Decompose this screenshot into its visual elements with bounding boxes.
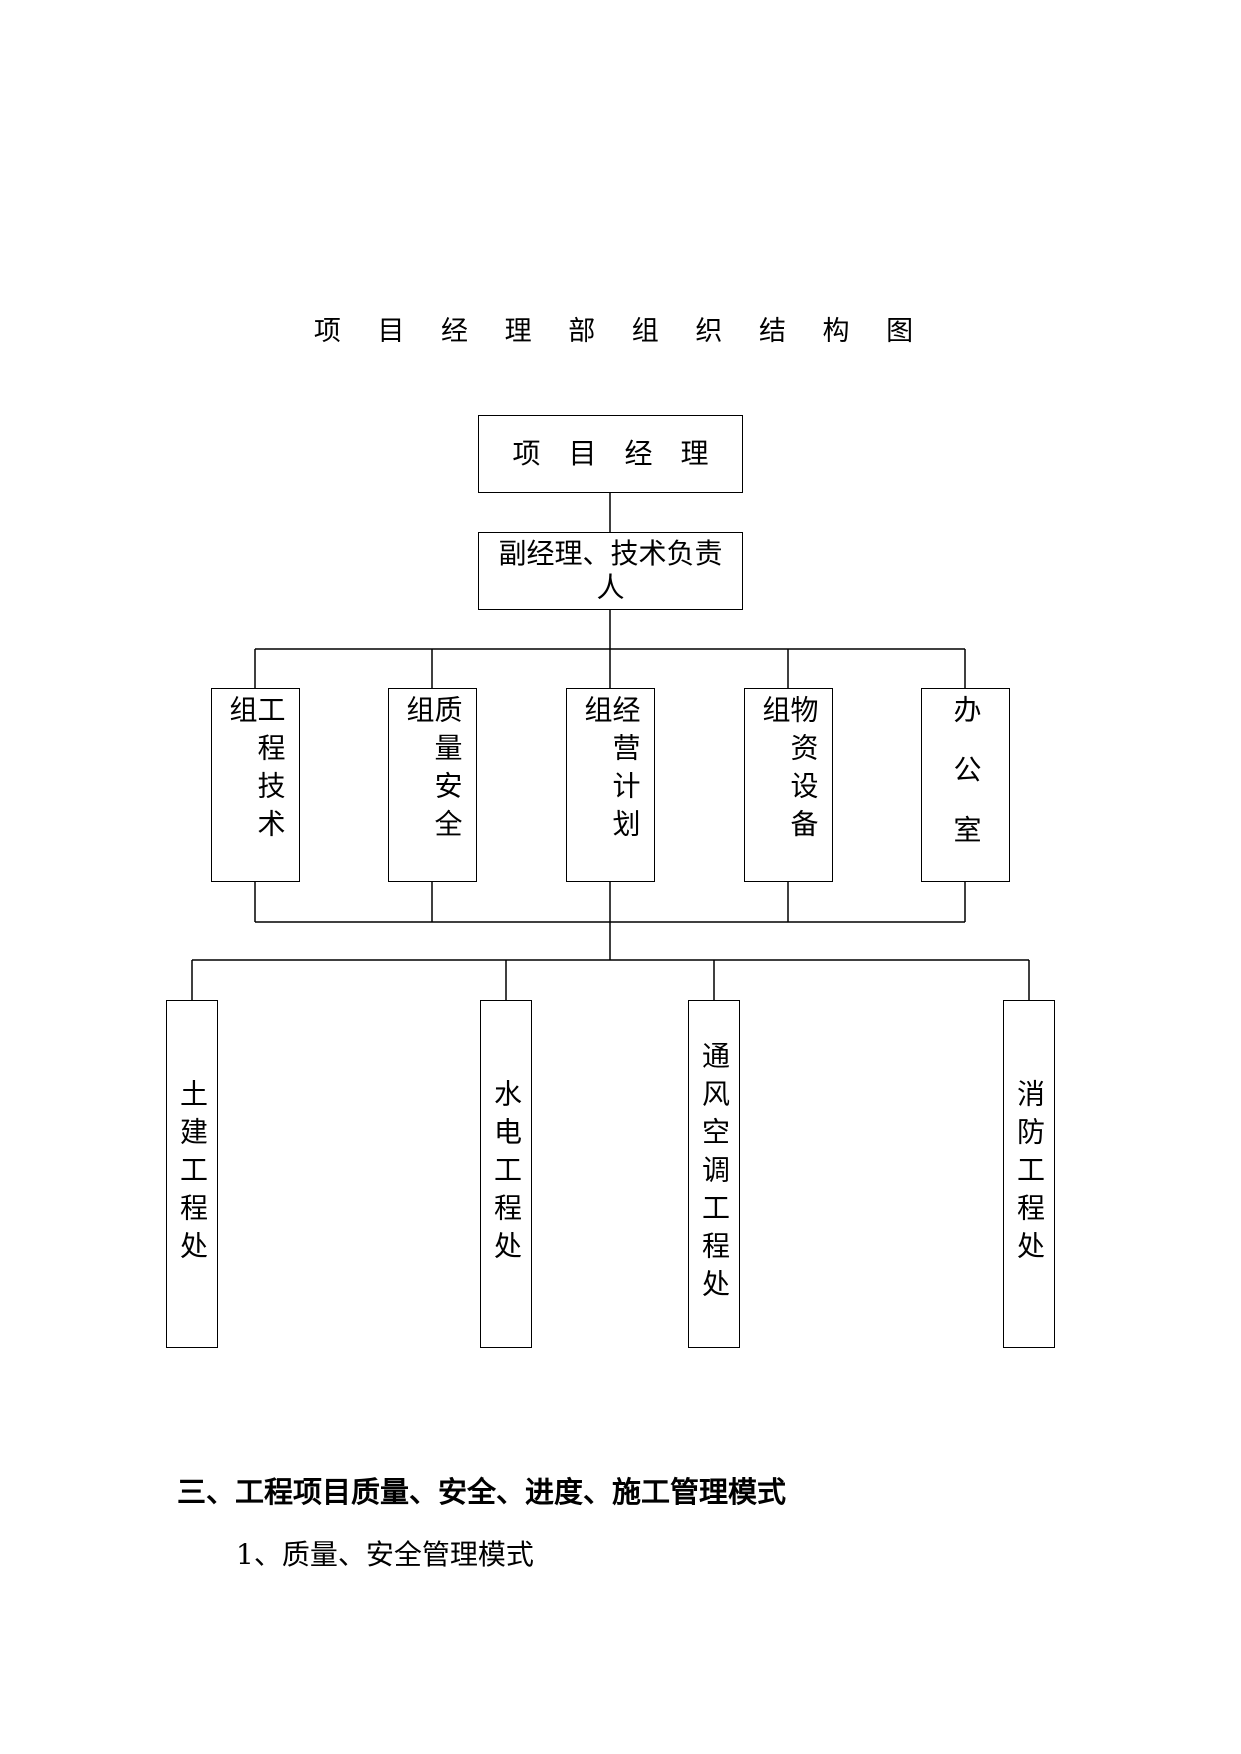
- node-dept-business: 经营计划组: [566, 688, 655, 882]
- section-heading: 三、工程项目质量、安全、进度、施工管理模式: [177, 1475, 787, 1509]
- node-dept-materials: 物资设备组: [744, 688, 833, 882]
- node-div-civil-label: 土建工程处: [176, 1079, 209, 1269]
- chart-title: 项 目 经 理 部 组 织 结 构 图: [313, 316, 928, 347]
- node-dept-materials-label: 物资设备组: [758, 695, 820, 847]
- node-div-fire: 消防工程处: [1003, 1000, 1055, 1348]
- node-dept-business-label: 经营计划组: [580, 695, 642, 847]
- node-manager: 项 目 经 理: [478, 415, 743, 493]
- node-div-civil: 土建工程处: [166, 1000, 218, 1348]
- node-dept-tech: 工程技术组: [211, 688, 300, 882]
- node-dept-office: 办 公 室: [921, 688, 1010, 882]
- node-dept-office-label: 办 公 室: [949, 695, 983, 845]
- node-dept-quality: 质量安全组: [388, 688, 477, 882]
- node-dept-tech-label: 工程技术组: [225, 695, 287, 847]
- sub-heading: 1、质量、安全管理模式: [236, 1538, 534, 1571]
- node-div-fire-label: 消防工程处: [1013, 1079, 1046, 1269]
- node-div-water-electric-label: 水电工程处: [490, 1079, 523, 1269]
- node-manager-label: 项 目 经 理: [512, 437, 709, 471]
- node-deputy-label: 副经理、技术负责人: [498, 537, 723, 604]
- node-div-hvac-label: 通风空调工程处: [698, 1041, 731, 1307]
- node-deputy: 副经理、技术负责人: [478, 532, 743, 610]
- node-dept-quality-label: 质量安全组: [402, 695, 464, 847]
- node-div-hvac: 通风空调工程处: [688, 1000, 740, 1348]
- node-div-water-electric: 水电工程处: [480, 1000, 532, 1348]
